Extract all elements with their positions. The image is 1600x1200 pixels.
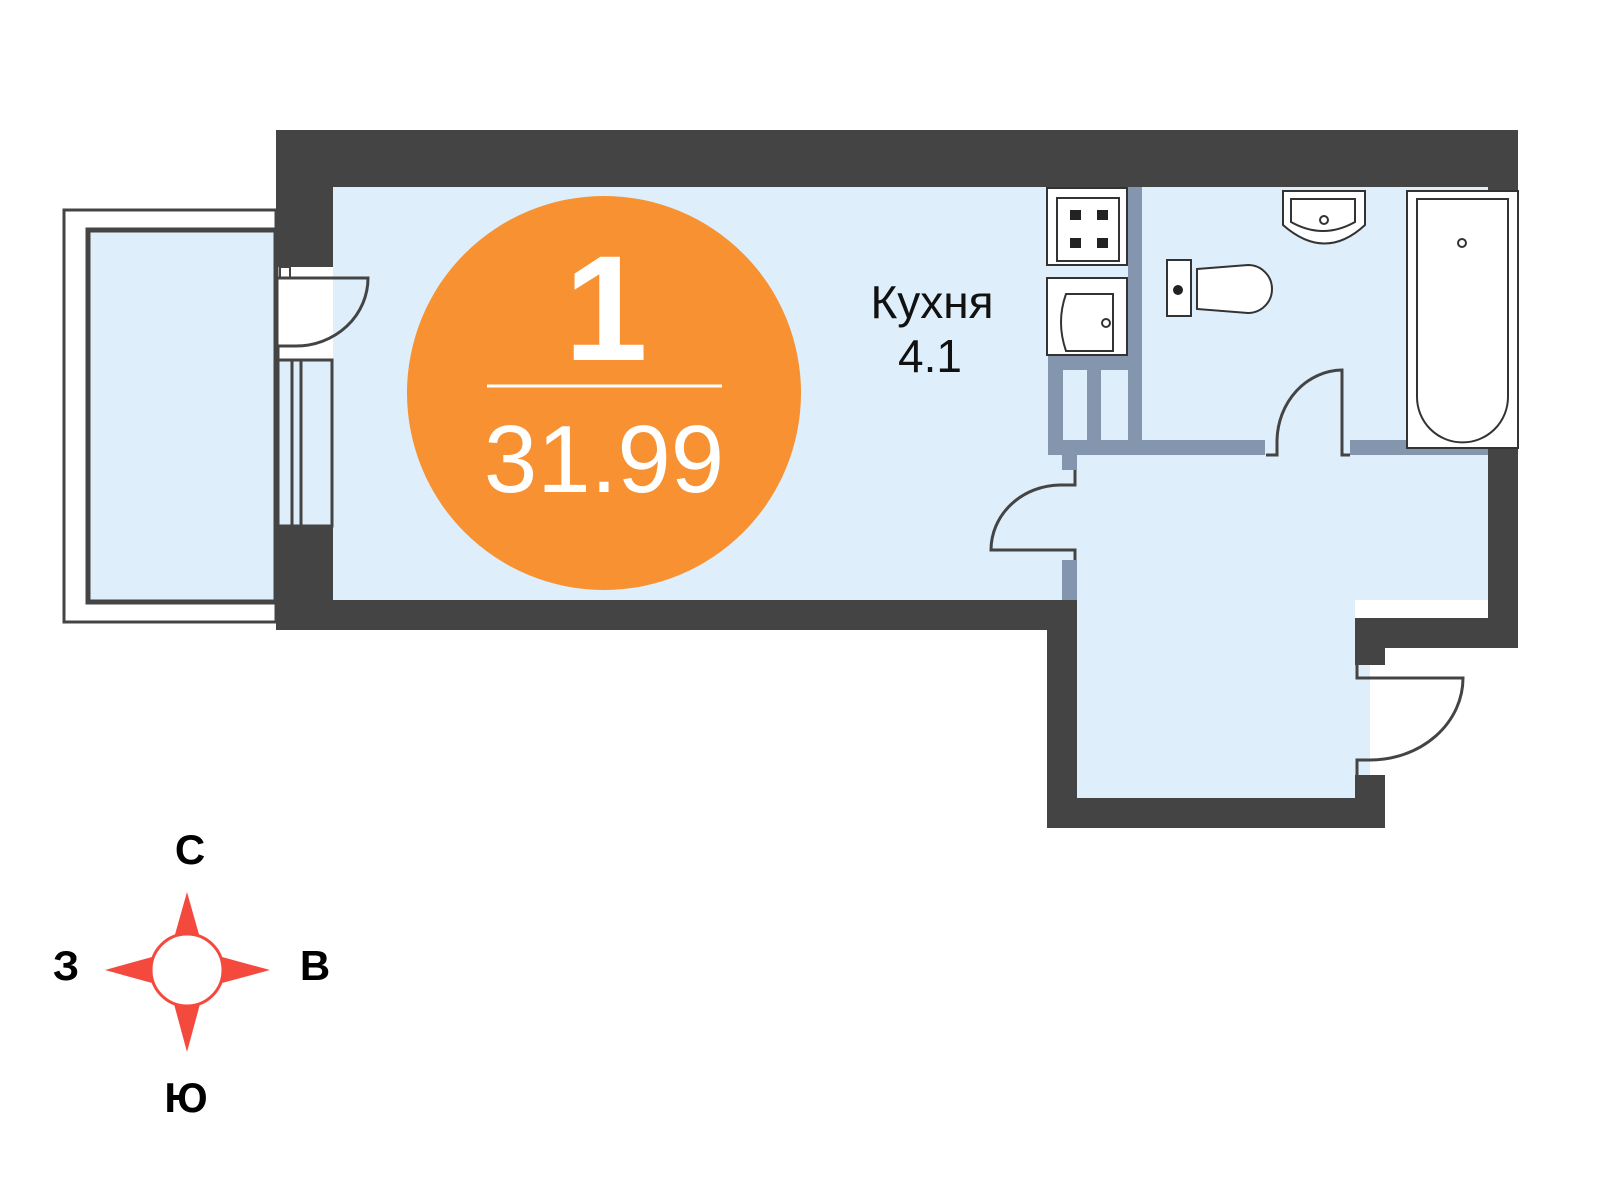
kitchen-door[interactable] <box>989 470 1077 560</box>
compass-west: З <box>53 942 79 989</box>
washbasin-icon <box>1282 190 1366 245</box>
compass-icon: С З В Ю <box>53 826 330 1121</box>
window <box>276 266 334 528</box>
room-count: 1 <box>564 224 647 392</box>
area-badge: 1 31.99 <box>407 196 801 590</box>
compass-east: В <box>300 942 330 989</box>
kitchen-area: 4.1 <box>898 330 962 382</box>
compass-north: С <box>175 826 205 873</box>
bathtub-icon <box>1406 190 1519 449</box>
compass-south: Ю <box>164 1074 207 1121</box>
balcony-door[interactable] <box>276 276 370 360</box>
stove-icon <box>1046 187 1128 266</box>
kitchen-label: Кухня <box>870 276 993 328</box>
balcony <box>62 208 279 624</box>
entrance-door[interactable] <box>1355 665 1465 775</box>
partitions <box>1048 187 1488 600</box>
kitchen-sink-icon <box>1046 277 1128 356</box>
toilet-icon <box>1166 259 1273 317</box>
total-area: 31.99 <box>484 406 724 513</box>
bathroom-door[interactable] <box>1266 368 1350 457</box>
